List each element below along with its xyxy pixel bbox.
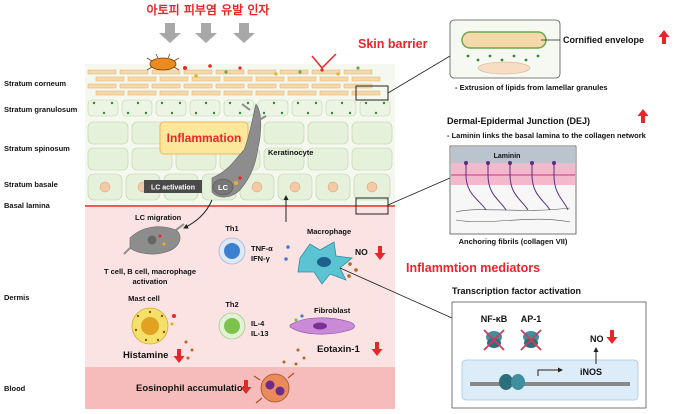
dej-illustration	[449, 145, 577, 235]
anchoring-fibrils-label: Anchoring fibrils (collagen VII)	[459, 237, 568, 246]
scratch-mark-icon	[311, 53, 337, 69]
blood-background	[85, 367, 395, 409]
nfkb-label: NF-κB	[481, 314, 508, 324]
lc-label: LC	[218, 183, 229, 192]
laminin-label: Laminin	[494, 153, 521, 160]
macrophage-label: Macrophage	[307, 227, 351, 236]
tf-no-decrease-arrow	[606, 330, 618, 344]
tnf-label: TNF-α	[251, 244, 273, 253]
inos-label: iNOS	[580, 367, 602, 377]
langerhans-cell	[211, 103, 267, 198]
histamine-increase-arrow	[173, 349, 185, 363]
trigger-arrows	[159, 23, 255, 43]
layer-labels: Stratum corneum Stratum granulosum Strat…	[4, 79, 78, 393]
macrophage-no-label: NO	[355, 247, 368, 257]
dust-mite-icon	[146, 53, 180, 71]
cytokine-dot	[286, 245, 290, 249]
cornified-envelope-label: Cornified envelope	[563, 35, 644, 45]
lc-migration-label: LC migration	[135, 213, 182, 222]
migrating-lc-icon	[123, 223, 185, 255]
transcription-factors	[483, 329, 542, 351]
keratinocyte-label: Keratinocyte	[268, 148, 313, 157]
lc-targets-line2: activation	[132, 277, 167, 286]
label-blood: Blood	[4, 384, 26, 393]
eotaxin-increase-arrow	[371, 342, 383, 356]
th1-label: Th1	[225, 224, 238, 233]
eosinophil-label: Eosinophil accumulation	[136, 383, 249, 394]
stratum-basale-layer	[87, 173, 391, 201]
il4-label: IL-4	[251, 319, 265, 328]
zoom-line-dej	[387, 177, 451, 206]
lc-targets-line1: T cell, B cell, macrophage	[104, 267, 196, 276]
tf-no-label: NO	[590, 334, 604, 344]
label-basal-lamina: Basal lamina	[4, 201, 51, 210]
dej-zoom-box	[355, 197, 389, 215]
eosinophil-cell	[253, 372, 295, 404]
fibroblast-cell	[289, 314, 355, 335]
dej-increase-arrow	[637, 109, 649, 123]
skin-barrier-title: Skin barrier	[358, 37, 428, 51]
label-stratum-basale: Stratum basale	[4, 180, 58, 189]
cytokine-dot	[284, 257, 288, 261]
mediators-title: Inflammtion mediators	[406, 261, 540, 275]
extrusion-note: - Extrusion of lipids from lamellar gran…	[455, 83, 608, 92]
label-stratum-spinosum: Stratum spinosum	[4, 144, 70, 153]
histamine-particles	[184, 340, 194, 360]
nucleus	[461, 347, 639, 401]
dej-note: - Laminin links the basal lamina to the …	[447, 131, 647, 140]
histamine-label: Histamine	[123, 350, 168, 361]
epidermis: Inflammation LC Keratinocyte LC activati…	[85, 53, 395, 206]
no-decrease-arrow	[374, 246, 386, 260]
ifn-label: IFN-γ	[251, 254, 271, 263]
stratum-corneum-layer	[87, 69, 381, 96]
ap1-label: AP-1	[521, 314, 542, 324]
lc-activation-badge	[144, 180, 202, 193]
label-dermis: Dermis	[4, 293, 29, 302]
stratum-granulosum-layer	[87, 99, 391, 117]
th2-cell	[218, 312, 246, 340]
header-korean: 아토피 피부염 유발 인자	[147, 2, 270, 17]
inflammation-label: Inflammation	[167, 131, 242, 145]
cornified-envelope-illustration	[461, 31, 560, 75]
zoom-line-corneum	[387, 55, 451, 94]
dej-title: Dermal-Epidermal Junction (DEJ)	[447, 116, 590, 126]
mast-cell-label: Mast cell	[128, 294, 160, 303]
no-particles	[347, 262, 358, 278]
il13-label: IL-13	[251, 329, 269, 338]
lc-migration-arrow	[183, 199, 213, 229]
label-stratum-granulosum: Stratum granulosum	[4, 105, 78, 114]
allergen-particles	[183, 64, 360, 78]
eosinophil-increase-arrow	[240, 380, 252, 394]
eotaxin-label: Eotaxin-1	[317, 344, 360, 355]
eotaxin-particles	[282, 348, 306, 366]
th2-label: Th2	[225, 300, 238, 309]
label-stratum-corneum: Stratum corneum	[4, 79, 66, 88]
envelope-increase-arrow	[658, 30, 670, 44]
fibroblast-label: Fibroblast	[314, 306, 351, 315]
zoom-line-macrophage	[339, 267, 453, 319]
mast-cell	[131, 307, 176, 345]
transcription-factor-title: Transcription factor activation	[452, 286, 581, 296]
th1-cell	[218, 237, 246, 265]
lc-activation-label: LC activation	[151, 185, 195, 192]
